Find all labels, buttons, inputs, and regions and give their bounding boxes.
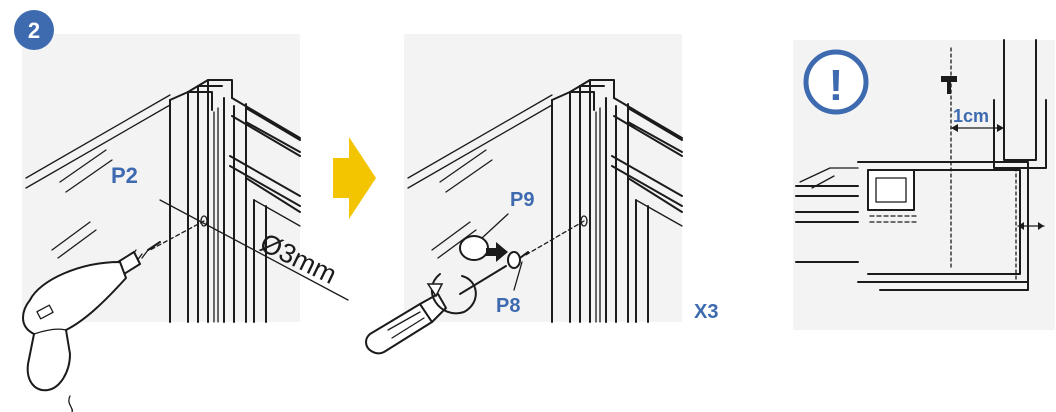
frame-corner-drawing-2 xyxy=(407,79,683,323)
distance-label: 1cm xyxy=(953,106,989,126)
glass-top-edge-p2 xyxy=(407,94,553,179)
hole-dimension: P2 Ø3mm xyxy=(111,163,349,301)
cover-cap-icon xyxy=(459,235,489,261)
drill-axis xyxy=(149,220,205,251)
p9-leader xyxy=(481,213,509,239)
screw-assembly: P9 P8 xyxy=(459,189,588,317)
glass-panel-section xyxy=(1003,39,1037,161)
profile-top xyxy=(169,79,233,101)
part-label-p9: P9 xyxy=(510,189,534,211)
dimension-leader xyxy=(159,199,349,301)
screw-axis xyxy=(523,220,585,257)
inner-channel-p2 xyxy=(635,199,649,323)
drill-switch-icon xyxy=(36,304,54,320)
wall-rail-edge xyxy=(799,167,859,189)
insert-arrow-icon xyxy=(486,242,508,262)
glass-top-edge xyxy=(25,94,171,179)
vertical-profile xyxy=(169,79,209,323)
profile-cross-section: 1cm xyxy=(795,39,1047,291)
drilled-hole xyxy=(580,215,588,227)
next-step-arrow-icon xyxy=(333,137,376,219)
frame-top-rails-p2 xyxy=(613,97,683,157)
screw-head-icon xyxy=(507,251,521,269)
drill-bit-icon xyxy=(147,241,161,251)
vertical-profile-p2 xyxy=(551,79,591,323)
profile-top-inner xyxy=(187,85,223,111)
step-badge: 2 xyxy=(14,10,54,50)
step-number: 2 xyxy=(28,18,40,43)
profile-top-inner-p2 xyxy=(569,85,605,111)
screwdriver-handle xyxy=(365,303,433,355)
p8-leader xyxy=(513,261,523,291)
diameter-label: Ø3mm xyxy=(255,227,341,289)
frame-vertical xyxy=(223,97,247,323)
drill-icon xyxy=(22,241,161,412)
screwdriver-icon xyxy=(365,265,507,355)
inner-channel-top-p2 xyxy=(635,199,683,227)
seal-lines xyxy=(213,107,219,323)
screwdriver-ferrule xyxy=(419,293,447,323)
glass-top-edge-2-p2 xyxy=(407,104,553,189)
part-label-p2: P2 xyxy=(111,163,138,188)
profile-top-p2 xyxy=(551,79,615,101)
screw-marker-icon xyxy=(941,76,957,94)
glass-reflection-p2 xyxy=(431,149,493,259)
frame-corner-drawing-1 xyxy=(25,79,301,323)
screwdriver-shaft xyxy=(459,265,507,295)
seal-lines-p2 xyxy=(595,107,601,323)
drill-hole xyxy=(200,215,208,227)
u-channel-section xyxy=(993,99,1047,169)
profile-teeth xyxy=(869,215,919,223)
inner-channel-top xyxy=(253,199,301,227)
drill-handle-line xyxy=(33,328,67,335)
quantity-label: X3 xyxy=(694,301,718,323)
gap-arrowheads xyxy=(1018,222,1044,230)
glass-top-edge-2 xyxy=(25,104,171,189)
bottom-lip xyxy=(859,281,1029,291)
warning-icon: ! xyxy=(803,49,869,115)
rotation-arrowhead xyxy=(426,283,444,298)
profile-chamber-inner xyxy=(875,177,907,203)
drill-body-icon xyxy=(22,261,127,392)
glass-reflection xyxy=(51,149,113,259)
drill-cord xyxy=(68,395,73,412)
frame-top-rails xyxy=(231,97,301,157)
frame-mid-rails xyxy=(229,155,301,213)
screwdriver-grip xyxy=(387,311,425,339)
screw-shaft-icon xyxy=(519,251,529,259)
main-profile-inner xyxy=(867,169,1021,275)
profile-chamber xyxy=(867,169,915,211)
wall-rails xyxy=(795,185,859,263)
frame-mid-rails-p2 xyxy=(611,155,683,213)
inner-channel xyxy=(253,199,267,323)
part-label-p8: P8 xyxy=(496,295,520,317)
frame-vertical-p2 xyxy=(605,97,629,323)
warning-symbol: ! xyxy=(829,61,844,110)
